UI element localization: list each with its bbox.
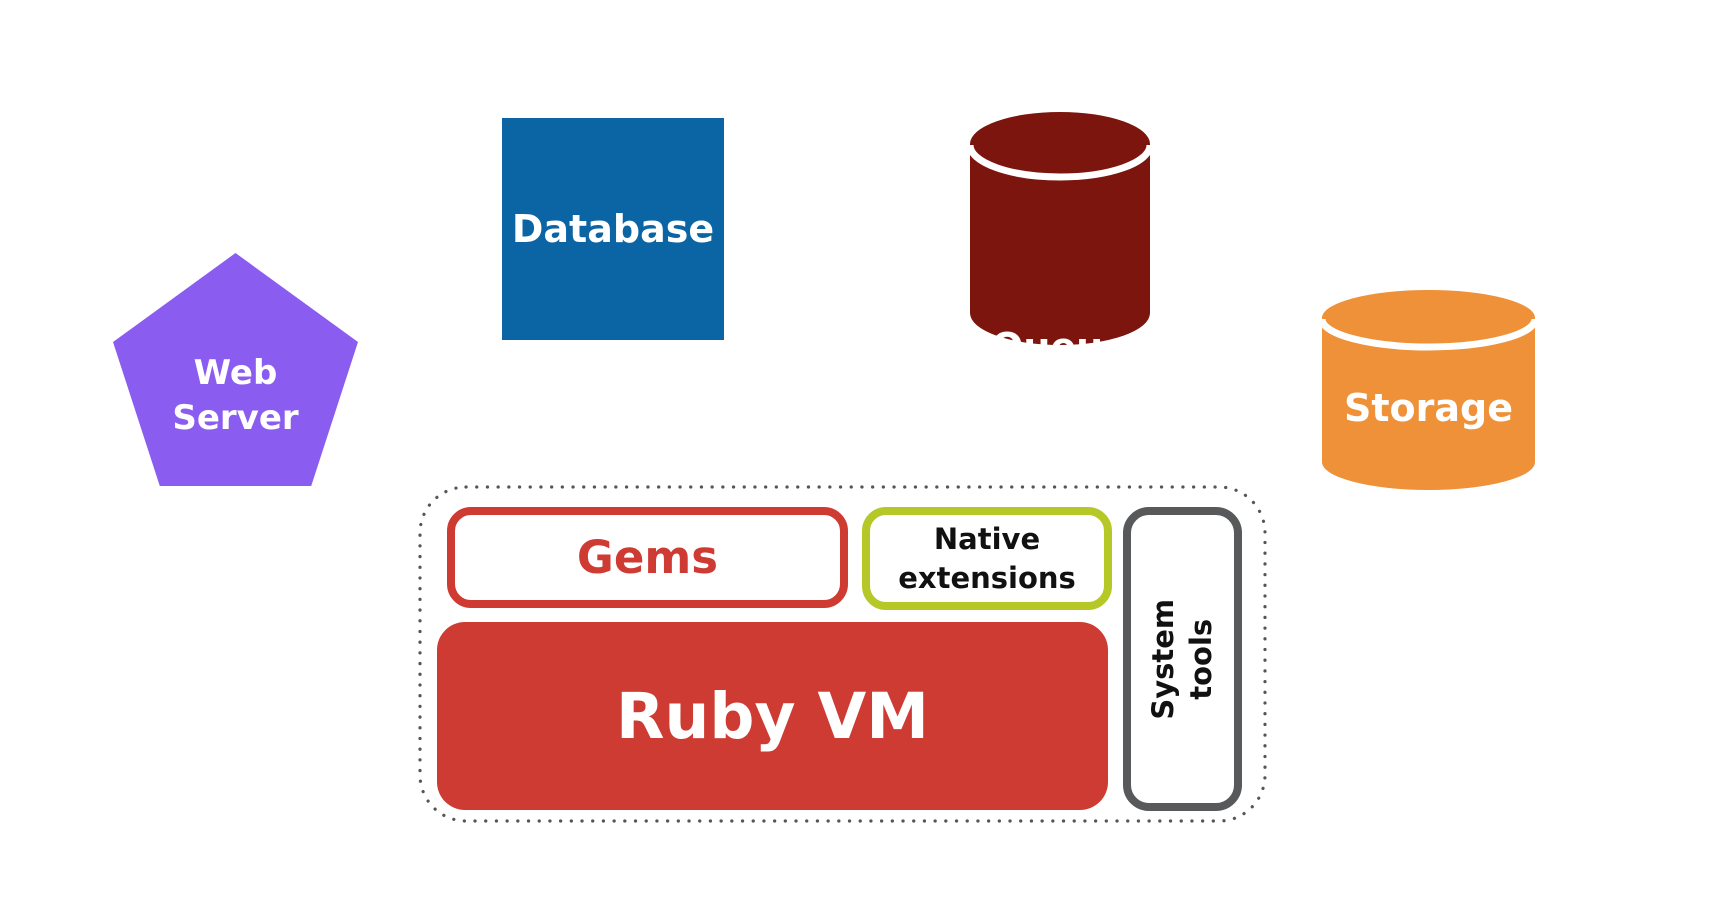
ruby-vm-label: Ruby VM (616, 679, 929, 753)
native-extensions-label: Native extensions (898, 520, 1076, 597)
database-node: Database (502, 118, 724, 340)
system-tools-label-line1: System (1146, 598, 1181, 720)
gems-label: Gems (576, 531, 719, 584)
queue-cylinder-shape (970, 112, 1150, 345)
web-server-label: Web Server (172, 351, 298, 441)
native-extensions-label-line1: Native (933, 522, 1041, 557)
native-extensions-label-line2: extensions (898, 560, 1076, 595)
database-label: Database (511, 207, 715, 251)
storage-cylinder-lid-separator (1322, 318, 1535, 351)
system-tools-label: System tools (1144, 599, 1221, 720)
native-extensions-box: Native extensions (862, 507, 1112, 610)
queue-cylinder-lid-separator (970, 144, 1150, 181)
web-server-label-line1: Web (193, 352, 278, 393)
ruby-environment-group (418, 485, 1267, 823)
web-server-node: Web Server (113, 253, 358, 486)
storage-node: Storage (1322, 290, 1535, 490)
web-server-label-line2: Server (172, 397, 299, 438)
system-tools-label-line2: tools (1184, 618, 1219, 700)
queue-node: Queue (970, 112, 1150, 369)
ruby-environment-dotted-border (418, 485, 1267, 823)
storage-cylinder-shape (1322, 290, 1535, 490)
storage-label: Storage (1344, 386, 1513, 430)
system-tools-box: System tools (1123, 507, 1242, 811)
queue-label: Queue (991, 325, 1129, 369)
ruby-vm-box: Ruby VM (437, 622, 1108, 810)
gems-box: Gems (447, 507, 848, 608)
queue-cylinder-body (970, 112, 1150, 345)
